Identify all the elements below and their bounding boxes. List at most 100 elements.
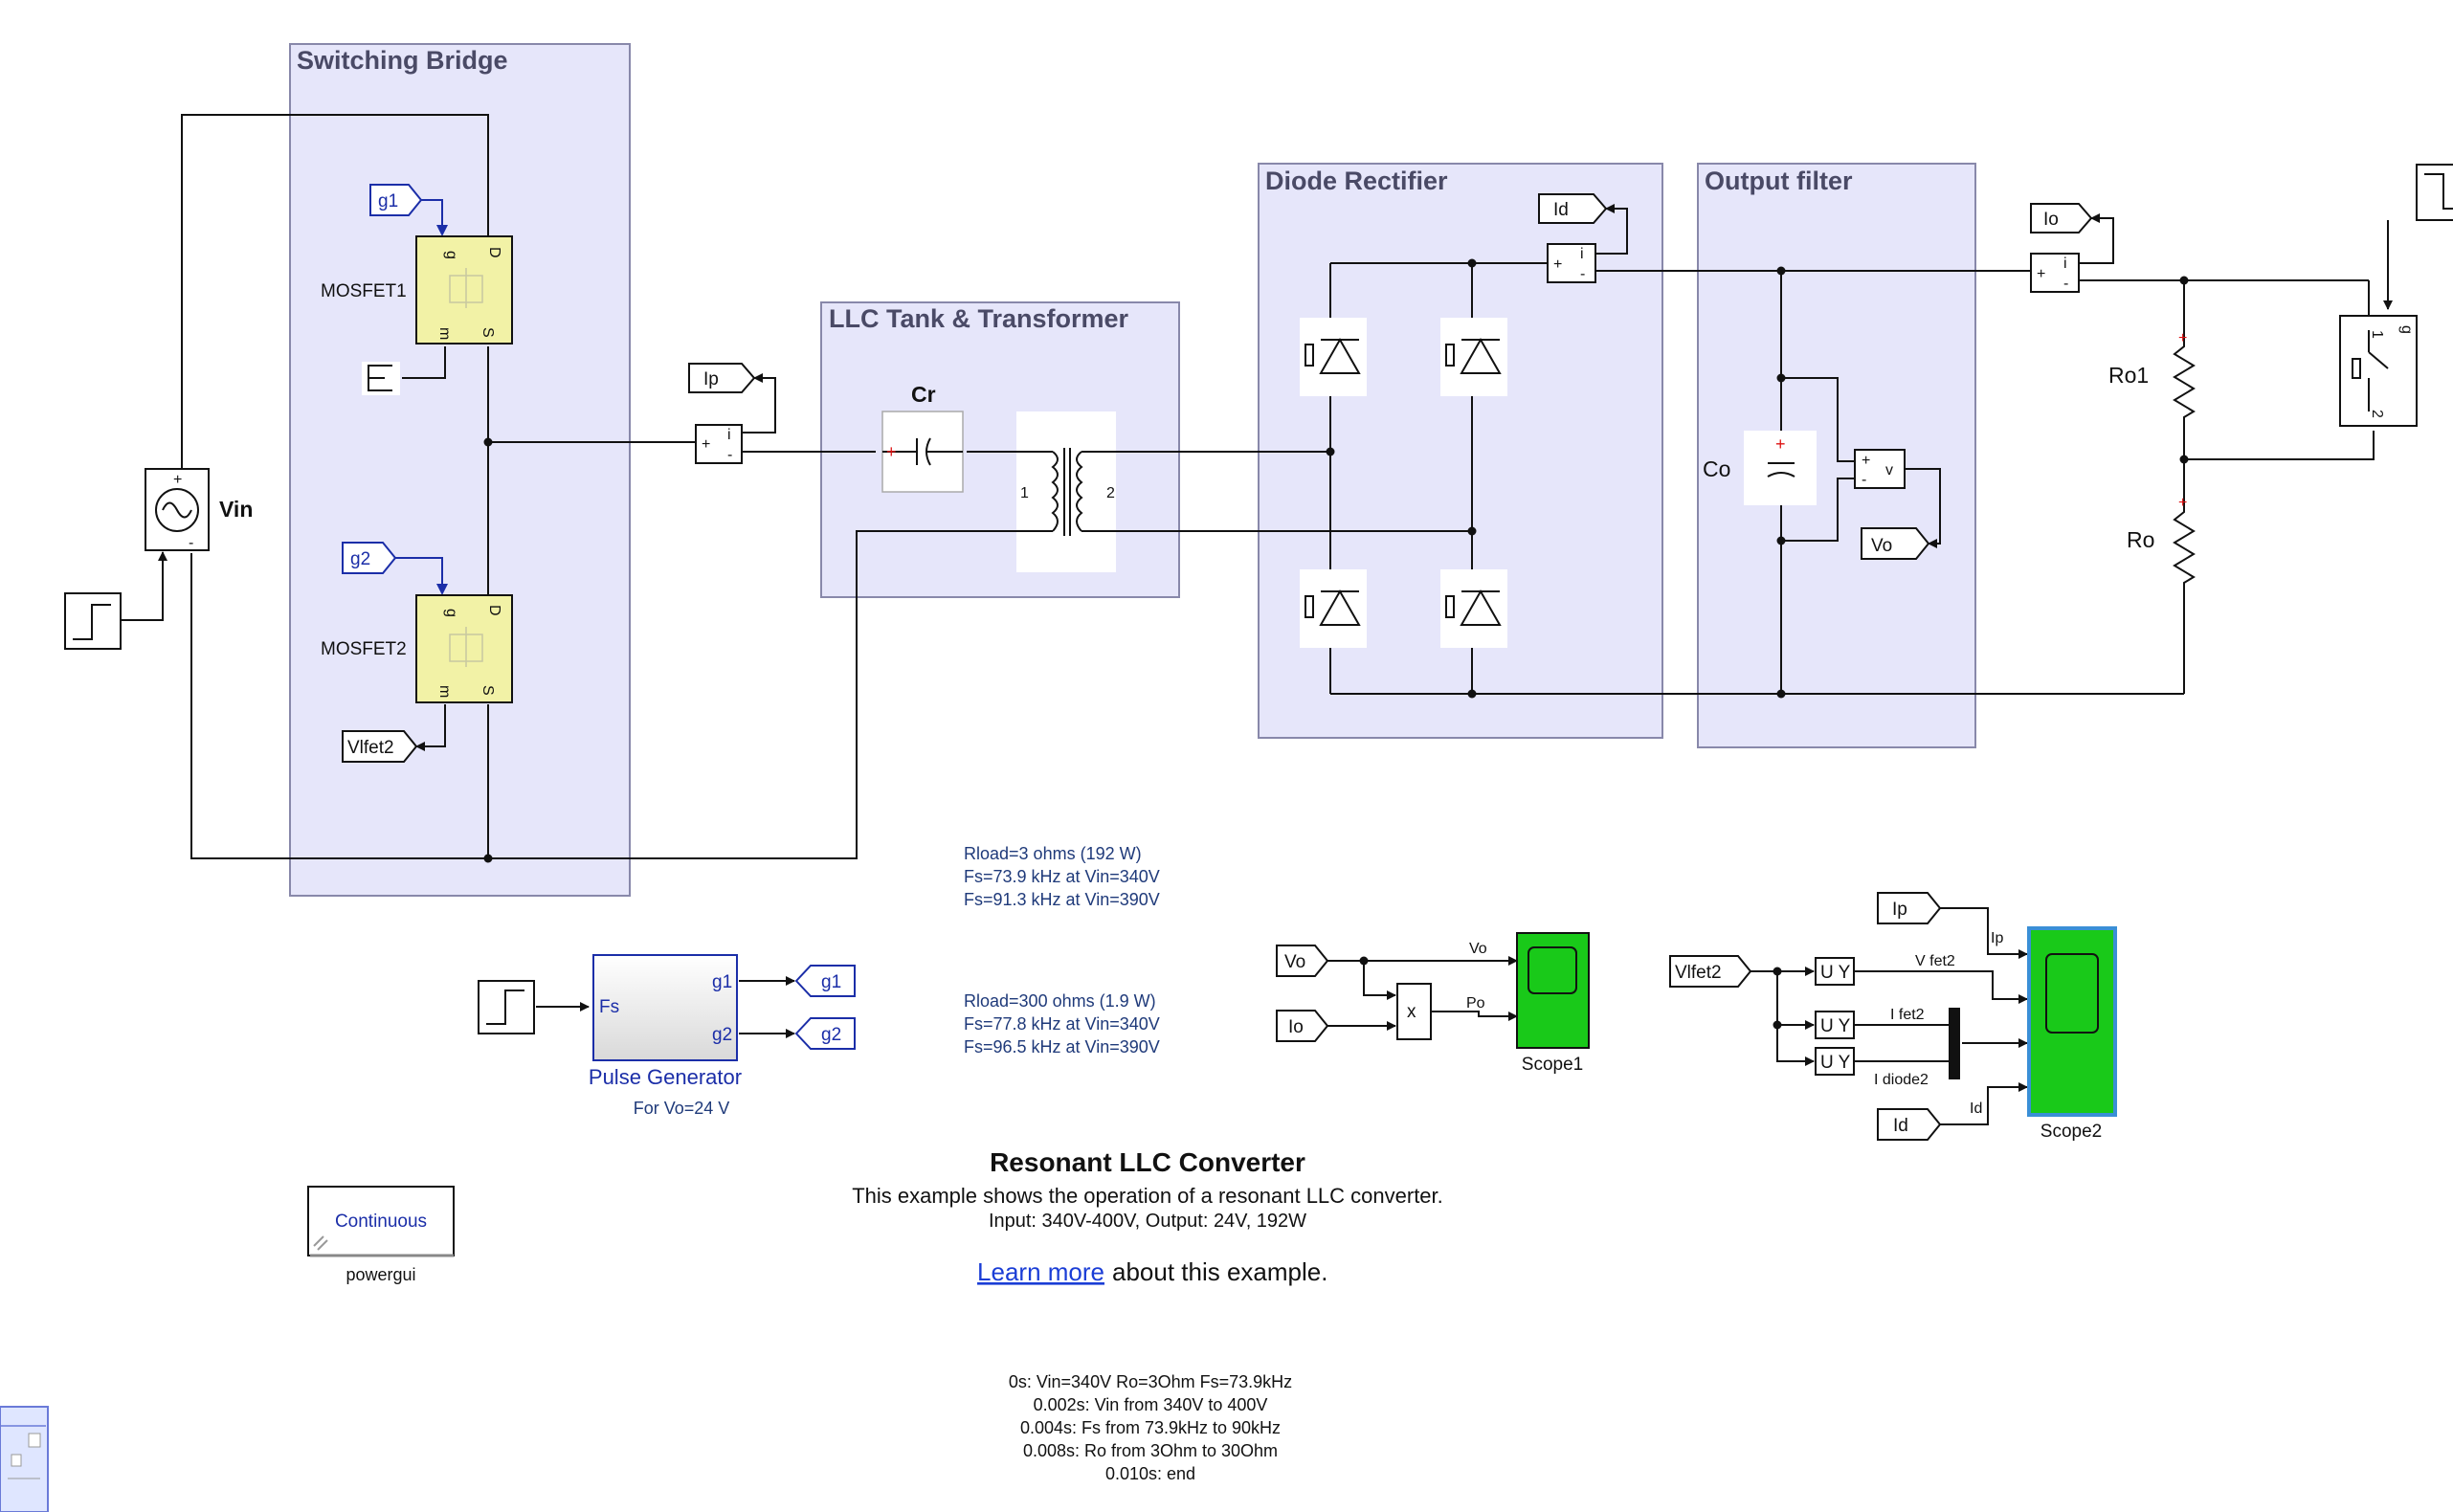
step-source-fs[interactable]	[478, 980, 535, 1034]
selector-uy-2[interactable]: U Y	[1815, 1011, 1855, 1039]
svg-text:2: 2	[1106, 485, 1115, 501]
powergui-label: powergui	[346, 1265, 415, 1284]
svg-text:D: D	[486, 247, 502, 258]
current-meter-id[interactable]: + i -	[1547, 243, 1596, 283]
learn-more-link[interactable]: Learn more	[977, 1257, 1104, 1286]
signal-label-id: Id	[1970, 1101, 1982, 1117]
diode-icon	[1445, 337, 1502, 374]
area-title-output-filter: Output filter	[1705, 167, 1853, 195]
svg-text:+: +	[886, 442, 897, 461]
resistor-icon	[2173, 330, 2196, 426]
goto-tag-vo[interactable]: Vo	[1861, 527, 1930, 560]
diode-d4[interactable]	[1440, 569, 1507, 648]
svg-text:D: D	[486, 605, 502, 616]
step-source-vin[interactable]	[64, 592, 122, 650]
selector-uy-3[interactable]: U Y	[1815, 1047, 1855, 1076]
diode-icon	[1305, 337, 1361, 374]
svg-text:+: +	[1862, 453, 1870, 469]
model-description: Resonant LLC Converter This example show…	[852, 1147, 1443, 1232]
current-meter-ip[interactable]: + i -	[695, 424, 743, 464]
diode-d3[interactable]	[1300, 569, 1367, 648]
scope1-block[interactable]	[1516, 932, 1590, 1049]
breaker-icon	[2352, 330, 2389, 411]
goto-tag-id[interactable]: Id	[1538, 193, 1608, 224]
svg-text:Fs=77.8 kHz at Vin=340V: Fs=77.8 kHz at Vin=340V	[964, 1014, 1160, 1034]
svg-text:U Y: U Y	[1820, 1053, 1851, 1073]
svg-text:0.010s: end: 0.010s: end	[1105, 1464, 1195, 1483]
signal-label-ip: Ip	[1991, 930, 2003, 946]
svg-text:g2: g2	[350, 549, 370, 569]
selector-uy-1[interactable]: U Y	[1815, 957, 1855, 986]
pulse-generator-block[interactable]: Fs g1 g2	[592, 954, 738, 1061]
powergui-block[interactable]: Continuous	[307, 1186, 455, 1257]
svg-text:-: -	[189, 535, 193, 551]
mosfet-icon	[449, 627, 483, 667]
vin-ac-source[interactable]: + -	[145, 468, 210, 551]
load-notes: Rload=3 ohms (192 W) Fs=73.9 kHz at Vin=…	[964, 844, 1160, 1056]
scope-screen-icon	[1528, 946, 1577, 994]
voltage-sensor[interactable]: + - v	[1854, 449, 1906, 489]
svg-text:Fs=73.9 kHz at Vin=340V: Fs=73.9 kHz at Vin=340V	[964, 867, 1160, 886]
from-tag-vlfet2[interactable]: Vlfet2	[1669, 955, 1752, 988]
description-line2: Input: 340V-400V, Output: 24V, 192W	[989, 1211, 1306, 1232]
resistor-ro[interactable]: +	[2173, 495, 2196, 591]
from-tag-io[interactable]: Io	[1276, 1010, 1329, 1042]
area-title-llc-tank: LLC Tank & Transformer	[829, 304, 1129, 333]
powergui-mode: Continuous	[335, 1212, 427, 1232]
svg-text:0s: Vin=340V Ro=3Ohm Fs=73.9kH: 0s: Vin=340V Ro=3Ohm Fs=73.9kHz	[1009, 1372, 1292, 1391]
diode-d2[interactable]	[1440, 318, 1507, 396]
ro-label: Ro	[2127, 527, 2154, 552]
mosfet1-block[interactable]: g D m S	[415, 235, 513, 345]
area-llc-tank[interactable]: LLC Tank & Transformer	[820, 301, 1180, 598]
goto-tag-g2[interactable]: g2	[794, 1017, 856, 1050]
step-source-breaker[interactable]	[2416, 164, 2453, 221]
from-tag-g2[interactable]: g2	[342, 542, 397, 574]
resistor-ro1[interactable]: +	[2173, 330, 2196, 426]
cr-capacitor[interactable]: +	[881, 411, 964, 493]
svg-text:-: -	[1580, 266, 1585, 282]
svg-text:g: g	[443, 251, 459, 259]
signal-label-v-fet2: V fet2	[1915, 953, 1955, 969]
product-block[interactable]: x	[1396, 983, 1432, 1040]
transformer-block[interactable]: 1 2	[1012, 411, 1120, 572]
svg-text:Vo: Vo	[1284, 952, 1305, 972]
svg-text:Vo: Vo	[1871, 536, 1892, 556]
from-tag-vo[interactable]: Vo	[1276, 945, 1329, 977]
goto-tag-vlfet2[interactable]: Vlfet2	[342, 730, 418, 763]
goto-tag-io[interactable]: Io	[2030, 203, 2093, 233]
svg-text:x: x	[1407, 1002, 1416, 1022]
svg-text:g2: g2	[712, 1025, 732, 1045]
diode-icon	[1305, 589, 1361, 626]
svg-text:0.008s: Ro from 3Ohm to 30Ohm: 0.008s: Ro from 3Ohm to 30Ohm	[1023, 1441, 1278, 1460]
svg-text:+: +	[1553, 256, 1562, 273]
mosfet2-block[interactable]: g D m S	[415, 594, 513, 703]
diode-d1[interactable]	[1300, 318, 1367, 396]
svg-text:Vlfet2: Vlfet2	[1675, 963, 1722, 983]
transformer-icon	[1012, 448, 1120, 536]
mux-block[interactable]	[1949, 1008, 1960, 1079]
svg-text:0.002s: Vin from 340V to 400V: 0.002s: Vin from 340V to 400V	[1034, 1395, 1268, 1414]
signal-label-po: Po	[1466, 995, 1485, 1012]
svg-text:1: 1	[2369, 330, 2385, 339]
scope2-block[interactable]	[2027, 926, 2117, 1117]
goto-tag-g1[interactable]: g1	[794, 965, 856, 997]
from-tag-ip[interactable]: Ip	[1877, 892, 1942, 924]
scope-screen-icon	[2045, 953, 2099, 1034]
goto-tag-ip[interactable]: Ip	[688, 363, 756, 393]
co-capacitor[interactable]: +	[1744, 431, 1817, 505]
step-source-icon	[73, 604, 111, 640]
breaker-block[interactable]: 1 2 g	[2339, 315, 2418, 427]
svg-text:0.004s: Fs from 73.9kHz to 90k: 0.004s: Fs from 73.9kHz to 90kHz	[1020, 1418, 1281, 1437]
from-tag-id[interactable]: Id	[1877, 1108, 1942, 1141]
from-tag-g1[interactable]: g1	[369, 184, 423, 216]
capacitor-icon	[1767, 462, 1795, 478]
area-switching-bridge[interactable]: Switching Bridge	[289, 43, 631, 897]
area-title-switching-bridge: Switching Bridge	[297, 46, 508, 75]
current-meter-io[interactable]: + i -	[2030, 253, 2080, 293]
signal-label-i-diode2: I diode2	[1874, 1072, 1929, 1088]
capacitor-icon	[882, 437, 963, 466]
model-thumbnail[interactable]	[0, 1406, 49, 1512]
terminator-icon[interactable]	[362, 362, 400, 395]
svg-text:m: m	[436, 327, 453, 340]
